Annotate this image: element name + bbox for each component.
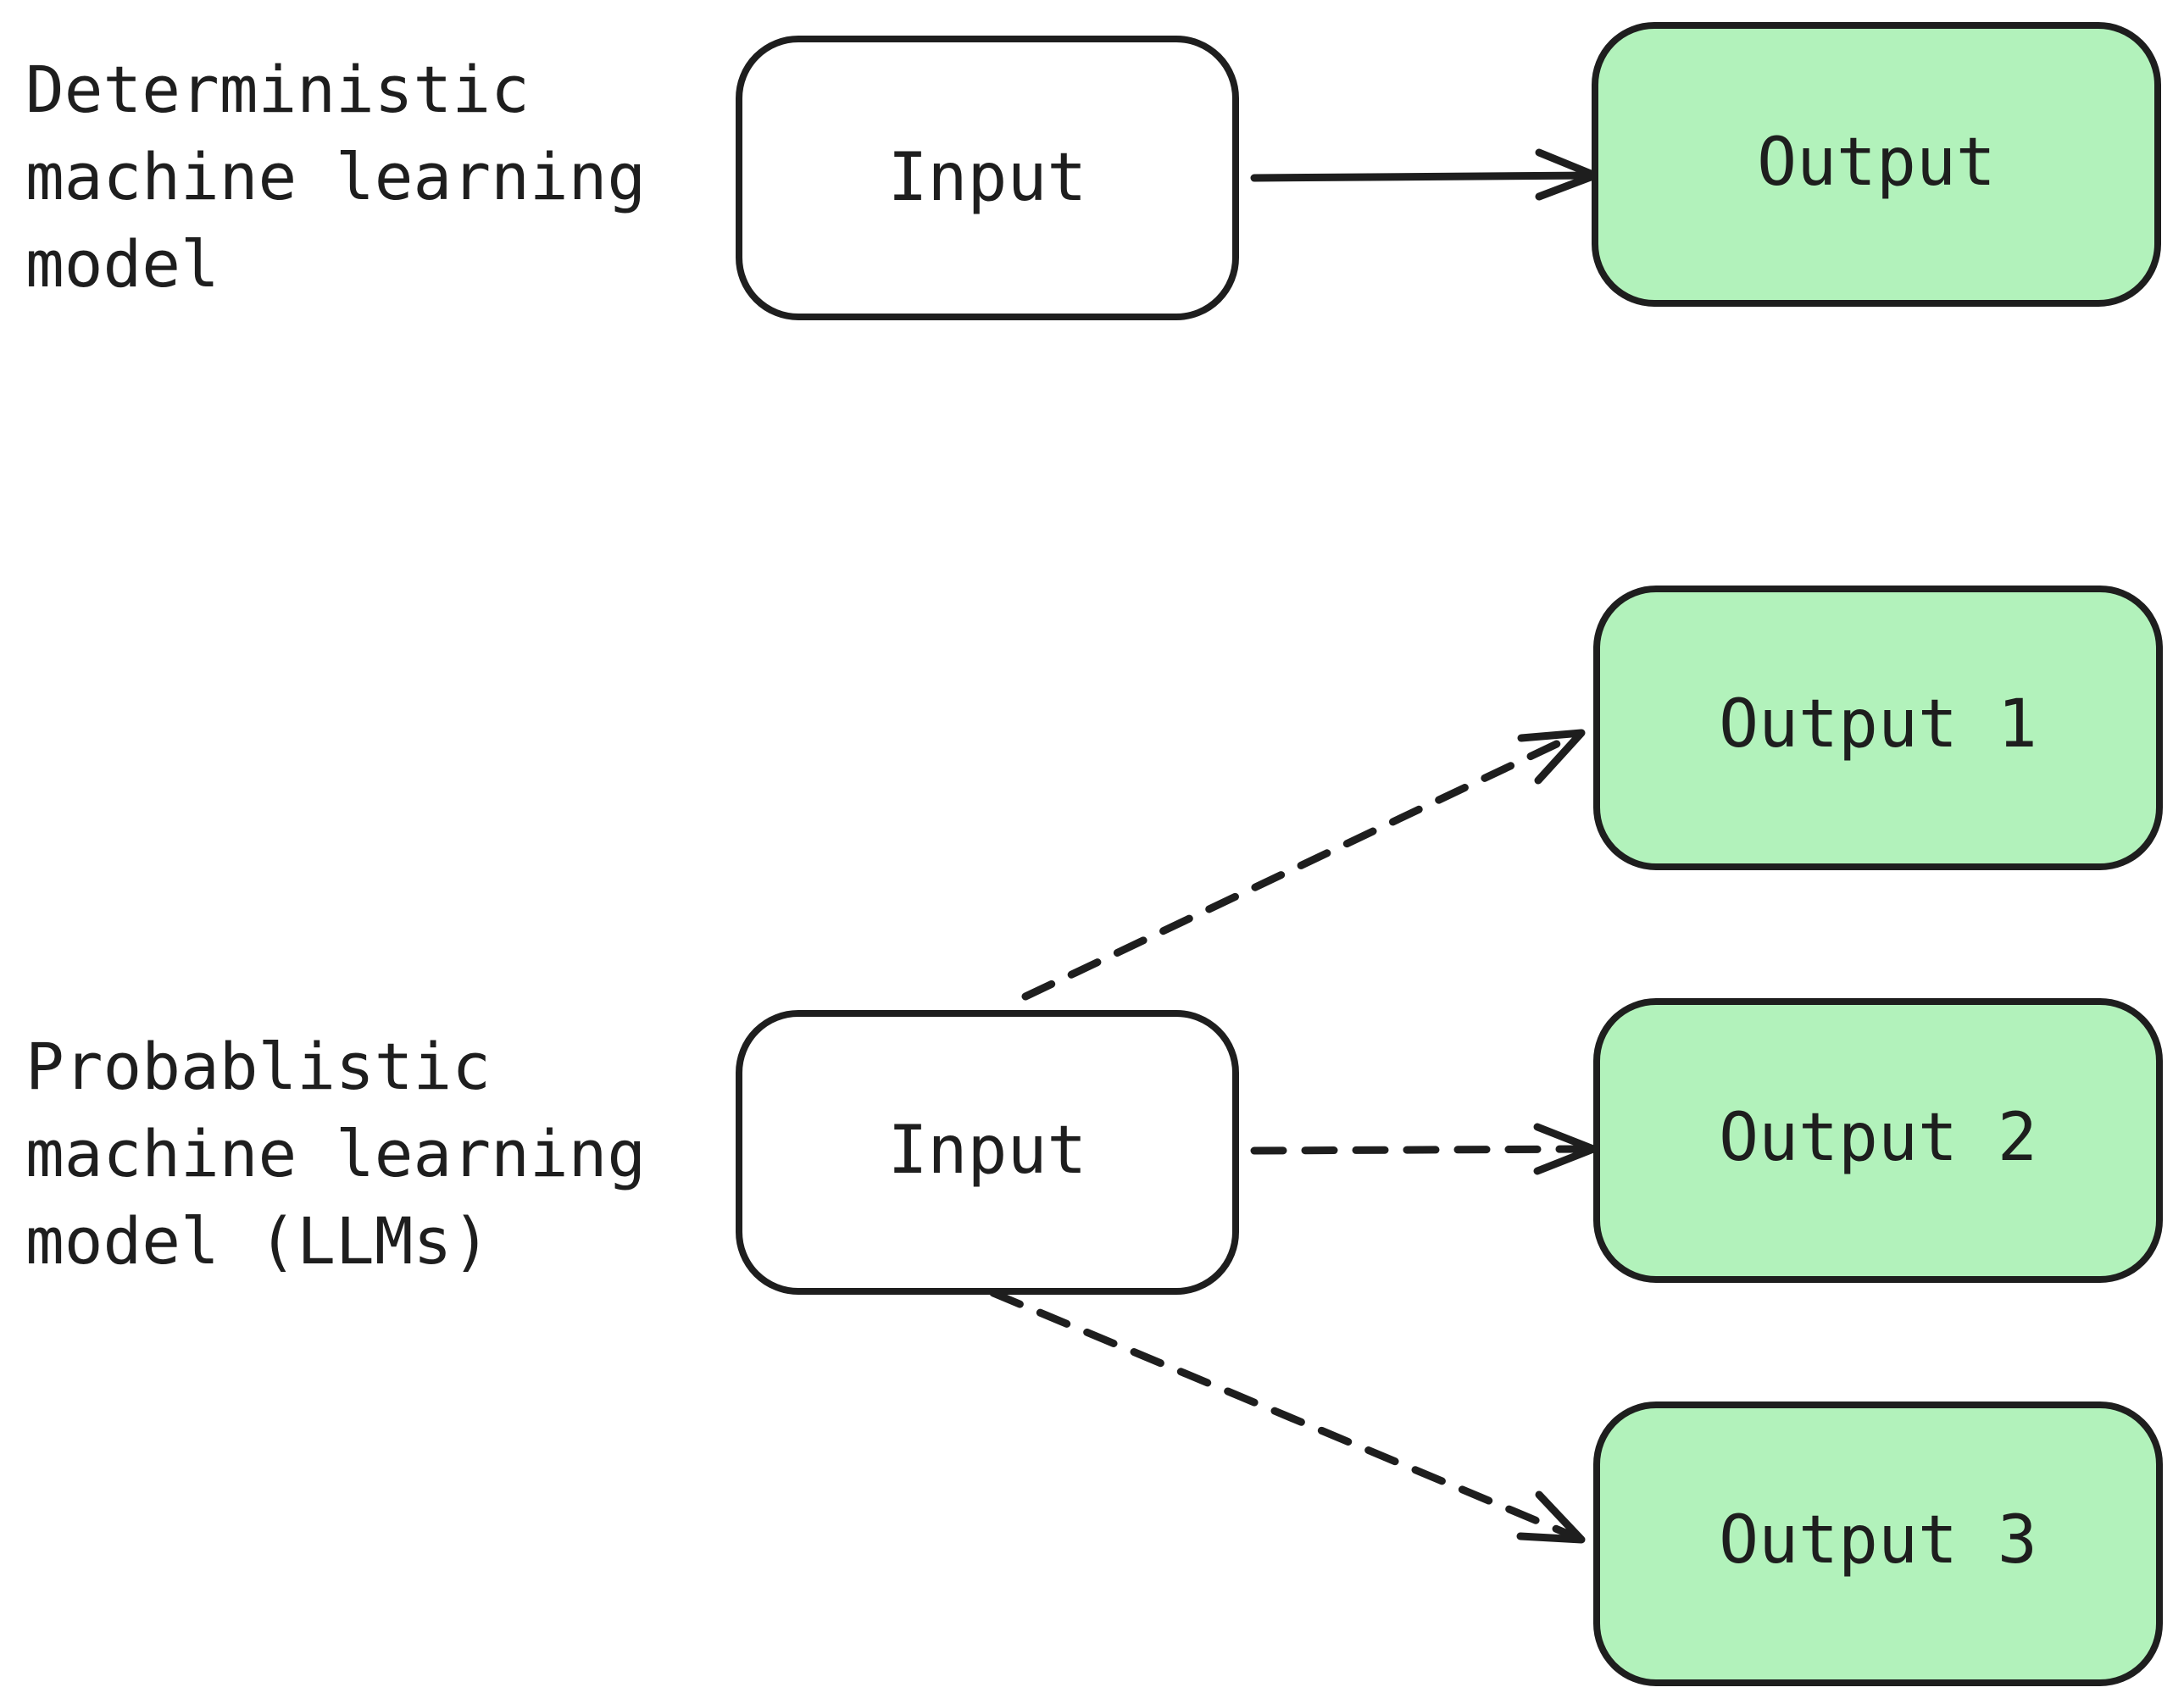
arrowhead-output-1 (1517, 729, 1586, 785)
deterministic-label: Deterministic machine learning model (25, 52, 685, 302)
output-1-node: Output 1 (1593, 586, 2163, 870)
probabilistic-input-label: Input (888, 1113, 1087, 1189)
probabilistic-input-node: Input (736, 1010, 1239, 1295)
probabilistic-label-line-3: model (LLMs) (25, 1203, 491, 1279)
deterministic-input-label: Input (888, 140, 1087, 216)
deterministic-input-node: Input (736, 36, 1239, 320)
deterministic-label-line-1: Deterministic (25, 52, 530, 127)
probabilistic-label-line-1: Probablistic (25, 1029, 491, 1104)
output-1-box (1593, 586, 2163, 870)
deterministic-section: Deterministic machine learning model Inp… (25, 22, 2161, 320)
deterministic-label-line-2: machine learning (25, 139, 646, 214)
arrow-to-output-3 (989, 1289, 1584, 1543)
probabilistic-section: Probablistic machine learning model (LLM… (25, 586, 2163, 1686)
deterministic-input-box (736, 36, 1239, 320)
output-2-label: Output 2 (1719, 1100, 2037, 1176)
deterministic-arrow (1250, 171, 1598, 182)
output-1-label: Output 1 (1719, 686, 2037, 763)
deterministic-label-line-3: model (25, 226, 220, 302)
arrowhead-output-3 (1516, 1490, 1586, 1544)
output-2-box (1593, 998, 2163, 1283)
arrow-to-output-2 (1250, 1145, 1594, 1155)
output-2-node: Output 2 (1593, 998, 2163, 1283)
output-3-label: Output 3 (1719, 1502, 2037, 1579)
output-3-box (1593, 1401, 2163, 1686)
deterministic-output-box (1592, 22, 2161, 307)
probabilistic-input-box (736, 1010, 1239, 1295)
deterministic-output-label: Output (1757, 125, 1996, 201)
output-3-node: Output 3 (1593, 1401, 2163, 1686)
deterministic-output-node: Output (1592, 22, 2161, 307)
probabilistic-label-line-2: machine learning (25, 1116, 646, 1191)
arrow-to-output-1 (1021, 730, 1582, 1001)
probabilistic-label: Probablistic machine learning model (LLM… (25, 1029, 685, 1279)
